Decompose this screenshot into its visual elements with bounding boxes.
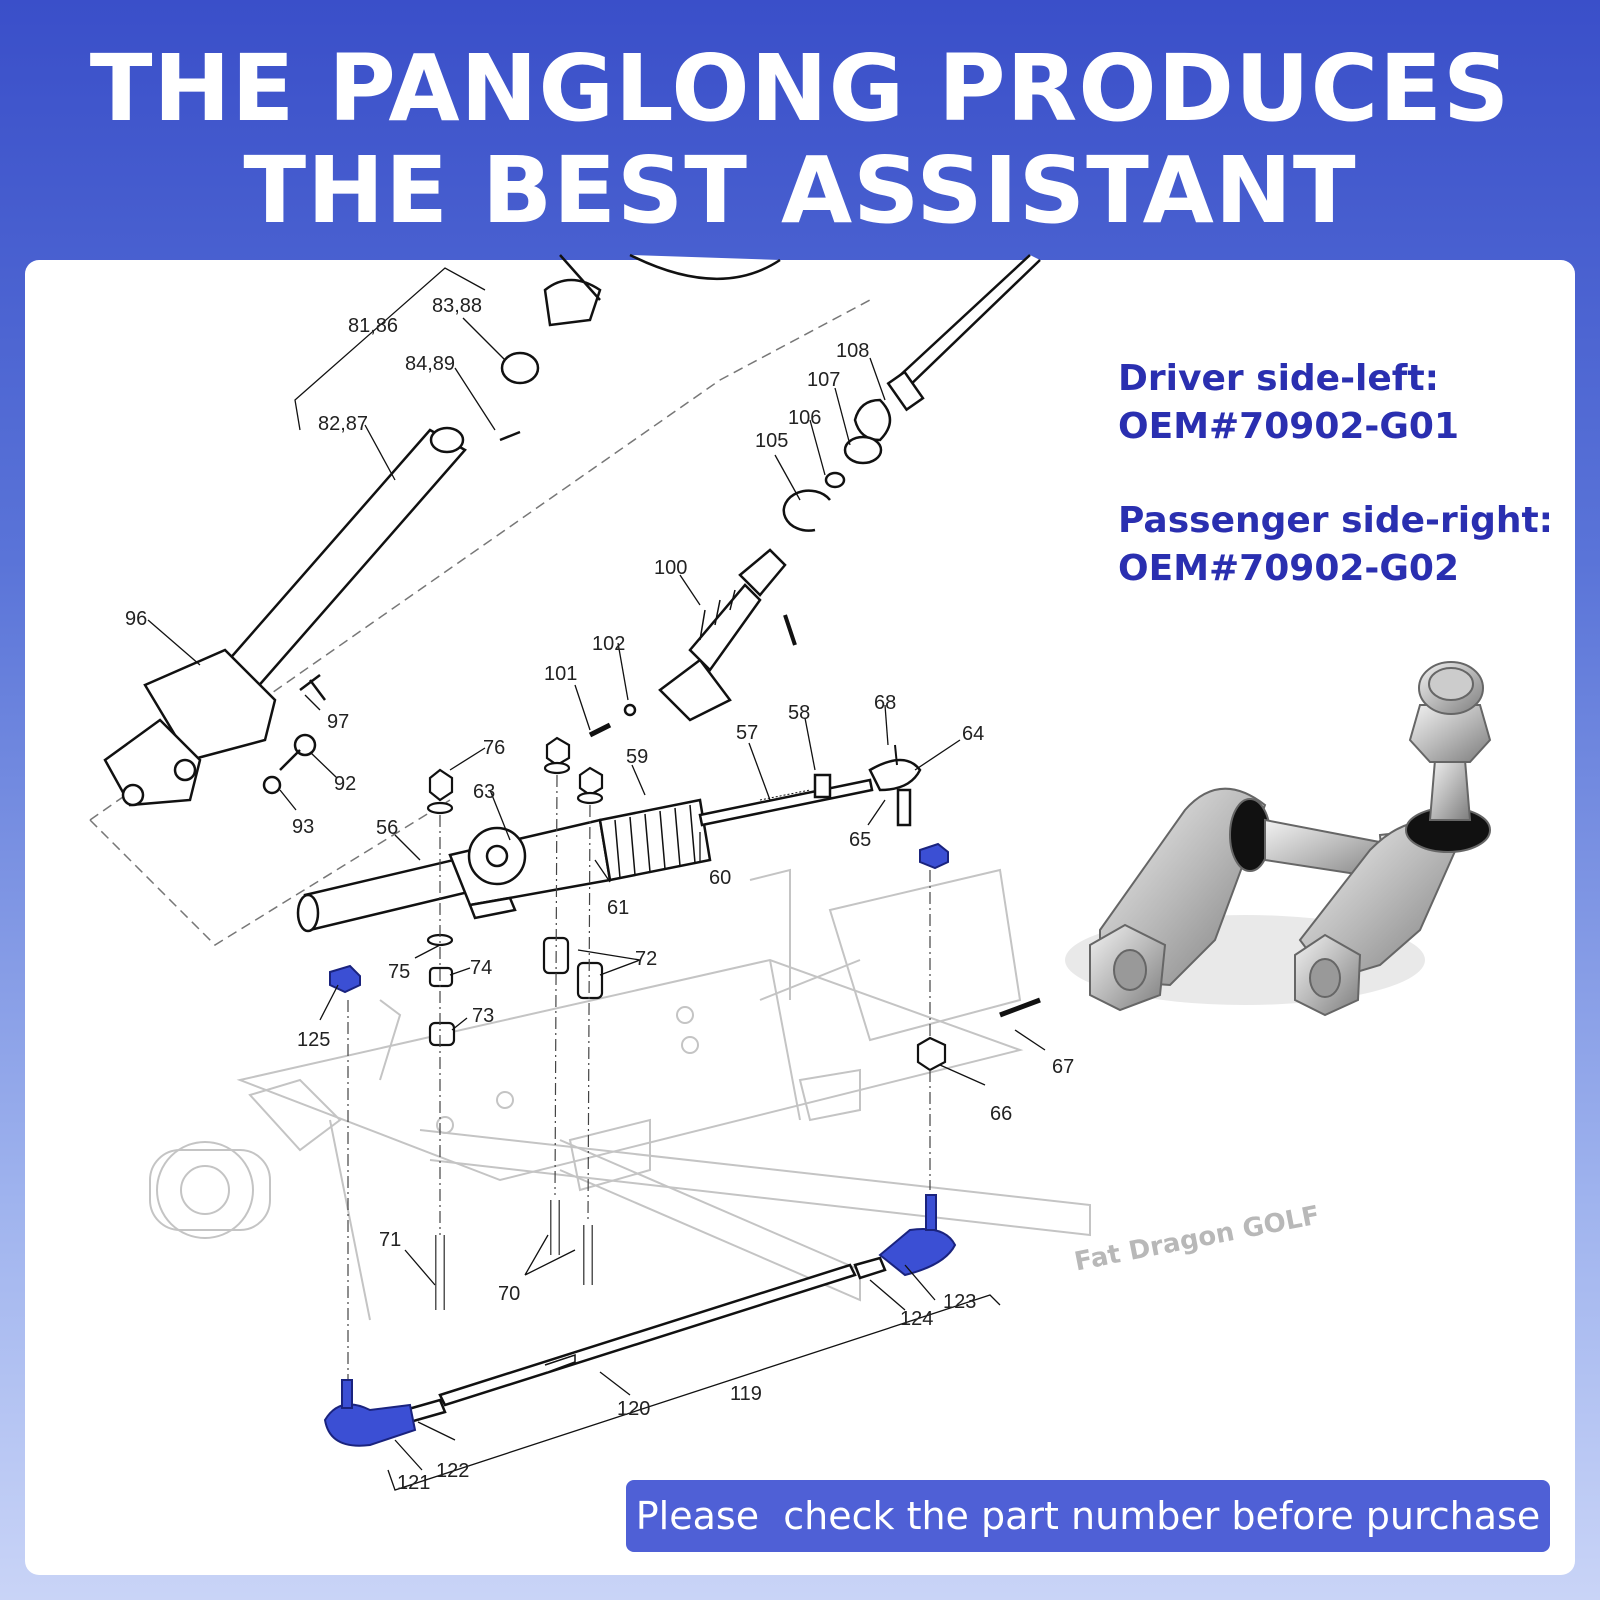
label-105: 105 (755, 430, 788, 452)
label-100: 100 (654, 557, 687, 579)
assembly-guide-lines (347, 774, 931, 1385)
label-68: 68 (874, 692, 896, 714)
label-72: 72 (635, 948, 657, 970)
label-124: 124 (900, 1308, 933, 1330)
label-120: 120 (617, 1398, 650, 1420)
driver-side-label: Driver side-left: (1118, 358, 1440, 399)
mount-hardware (426, 736, 947, 1310)
steering-rack-drawing (296, 744, 922, 933)
label-60: 60 (709, 867, 731, 889)
label-108: 108 (836, 340, 869, 362)
front-axle-drawing (149, 868, 1091, 1321)
label-83-88: 83,88 (432, 295, 482, 317)
label-107: 107 (807, 369, 840, 391)
highlighted-tie-rod-end-123 (878, 1228, 957, 1277)
part-number-notice: Please check the part number before purc… (626, 1480, 1550, 1552)
label-119: 119 (730, 1383, 762, 1405)
assembly-boundary (89, 299, 871, 946)
label-106: 106 (788, 407, 821, 429)
hardware-parts (262, 398, 1041, 1018)
label-102: 102 (592, 633, 625, 655)
label-59: 59 (626, 746, 648, 768)
label-63: 63 (473, 781, 495, 803)
label-61: 61 (607, 897, 629, 919)
headline: THE PANGLONG PRODUCES THE BEST ASSISTANT (0, 38, 1600, 242)
tie-rod-drawing (403, 1256, 887, 1424)
headline-line-1: THE PANGLONG PRODUCES (89, 35, 1511, 142)
label-64: 64 (962, 723, 984, 745)
label-121: 121 (397, 1472, 430, 1494)
highlighted-tie-rod-ends (323, 842, 957, 1447)
driver-oem-number: OEM#70902-G01 (1118, 406, 1460, 447)
label-123: 123 (943, 1291, 976, 1313)
label-125: 125 (297, 1029, 330, 1051)
label-97: 97 (327, 711, 349, 733)
part-number-labels: 81,86 83,88 84,89 82,87 108 107 106 105 … (125, 295, 1074, 1494)
label-73: 73 (472, 1005, 494, 1027)
steering-column-drawing (103, 253, 1041, 807)
intermediate-shaft-drawing (658, 548, 787, 722)
label-74: 74 (470, 957, 492, 979)
label-122: 122 (436, 1460, 469, 1482)
label-58: 58 (788, 702, 810, 724)
headline-line-2: THE BEST ASSISTANT (243, 137, 1357, 244)
label-84-89: 84,89 (405, 353, 455, 375)
label-93: 93 (292, 816, 314, 838)
label-70: 70 (498, 1283, 520, 1305)
label-81-86: 81,86 (348, 315, 398, 337)
label-56: 56 (376, 817, 398, 839)
highlighted-nut-125 (329, 964, 361, 994)
label-96: 96 (125, 608, 147, 630)
highlighted-nut-top (919, 842, 949, 870)
label-101: 101 (544, 663, 577, 685)
label-92: 92 (334, 773, 356, 795)
highlighted-tie-rod-end-121 (323, 1403, 417, 1447)
label-57: 57 (736, 722, 758, 744)
label-76: 76 (483, 737, 505, 759)
label-71: 71 (379, 1229, 401, 1251)
ball-joint-product-photo (1065, 661, 1492, 1017)
label-67: 67 (1052, 1056, 1074, 1078)
leader-lines (147, 267, 1046, 1491)
passenger-oem-number: OEM#70902-G02 (1118, 548, 1460, 589)
label-75: 75 (388, 961, 410, 983)
label-82-87: 82,87 (318, 413, 368, 435)
passenger-side-label: Passenger side-right: (1118, 500, 1554, 541)
label-65: 65 (849, 829, 871, 851)
label-66: 66 (990, 1103, 1012, 1125)
